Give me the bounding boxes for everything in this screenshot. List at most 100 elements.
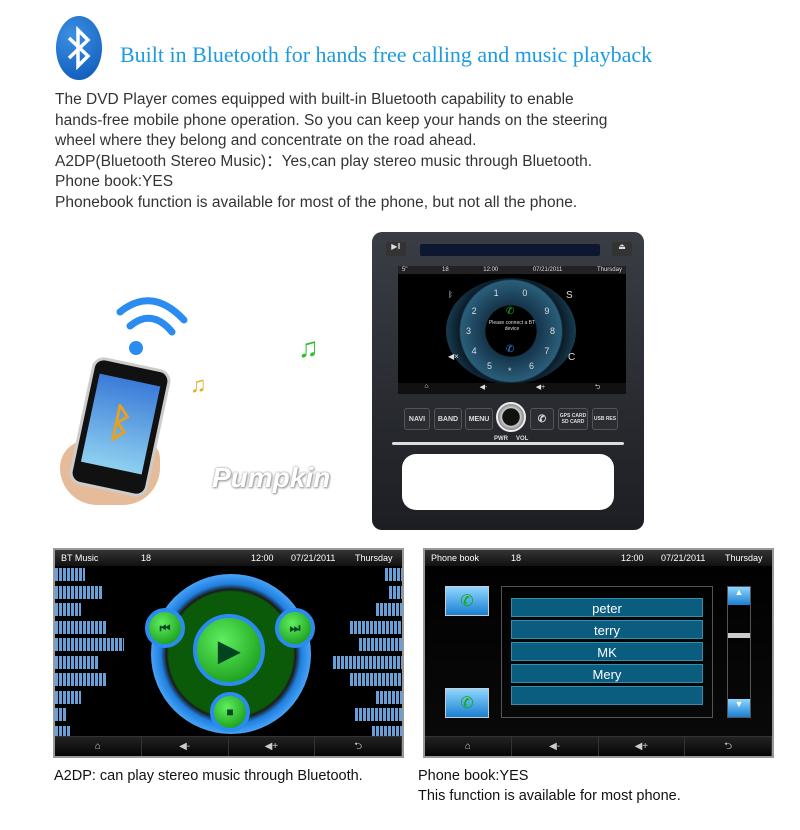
bottom-bar: ⌂ ◀- ◀+ ⮌	[425, 736, 772, 756]
description-line: The DVD Player comes equipped with built…	[55, 91, 574, 108]
contact-item[interactable]	[511, 686, 703, 705]
volume-down-icon[interactable]: ◀-	[142, 737, 229, 756]
pumpkin-watermark: Pumpkin	[212, 462, 331, 493]
scroll-up-button[interactable]: ▲	[728, 587, 750, 605]
power-volume-knob[interactable]	[496, 402, 526, 432]
dial-key[interactable]: 0	[522, 288, 528, 299]
dial-message: Please connect a BT device	[488, 320, 536, 332]
volume-down-icon[interactable]: ◀-	[512, 737, 599, 756]
description-line: hands-free mobile phone operation. So yo…	[55, 111, 608, 129]
status-day: Thursday	[725, 553, 763, 563]
volume-up-icon[interactable]: ◀+	[599, 737, 686, 756]
dial-key[interactable]: 8	[550, 326, 556, 336]
switch-icon[interactable]: S	[566, 290, 573, 301]
eq-bar-left	[55, 603, 81, 616]
scrollbar[interactable]: ▲ ▼	[727, 586, 751, 718]
status-day: Thursday	[355, 553, 393, 563]
eq-bar-left	[55, 708, 67, 721]
dial-key[interactable]: 6	[529, 360, 535, 371]
eq-bar-right	[350, 620, 402, 634]
volume-up-icon[interactable]: ◀+	[535, 384, 546, 391]
back-icon[interactable]: ⮌	[315, 737, 402, 756]
contact-item[interactable]: MK	[511, 642, 703, 661]
bluetooth-icon	[56, 16, 102, 80]
screen-title: Phone book	[431, 553, 480, 563]
disc-slot	[420, 244, 600, 256]
description-line: A2DP(Bluetooth Stereo Music)：Yes,can pla…	[55, 152, 593, 170]
eq-bar-left	[55, 568, 85, 581]
dial-key[interactable]: 5	[487, 360, 493, 371]
usb-res-button[interactable]: USB RES	[592, 408, 618, 430]
scroll-thumb[interactable]	[728, 633, 750, 638]
previous-button[interactable]: ⏮	[145, 608, 185, 648]
hangup-icon[interactable]: ✆	[506, 344, 515, 355]
home-icon[interactable]: ⌂	[55, 737, 142, 756]
dial-key[interactable]: 2	[471, 306, 477, 316]
eq-bar-right	[389, 585, 402, 599]
volume-up-icon[interactable]: ◀+	[229, 737, 316, 756]
bottom-bar: ⌂ ◀- ◀+ ⮌	[55, 736, 402, 756]
home-icon[interactable]: ⌂	[424, 383, 429, 390]
dial-key[interactable]: 4	[471, 346, 477, 356]
description-line: Phone book:YES	[55, 173, 174, 190]
play-pause-button[interactable]: ▶‖	[386, 242, 406, 256]
dash-bezel-cutout	[402, 454, 614, 510]
back-icon[interactable]: ⮌	[594, 384, 601, 391]
eq-bar-left	[55, 620, 107, 634]
eject-button[interactable]: ⏏	[612, 242, 632, 256]
back-icon[interactable]: ⮌	[685, 737, 772, 756]
smartphone-image: ᛒ	[67, 355, 173, 499]
menu-button[interactable]: MENU	[465, 408, 493, 430]
contact-item[interactable]: Mery	[511, 664, 703, 683]
status-time: 12:00	[251, 553, 274, 563]
music-note-icon: ♫	[190, 372, 207, 397]
description-line: wheel where they belong and concentrate …	[55, 132, 477, 149]
wifi-signal-icon	[112, 290, 192, 360]
volume-down-icon[interactable]: ◀-	[479, 384, 488, 391]
eq-bar-right	[376, 603, 402, 616]
dial-key[interactable]: 7	[544, 346, 550, 356]
contact-item[interactable]: terry	[511, 620, 703, 639]
status-num: 18	[442, 267, 449, 273]
caption-phone-book: Phone book:YES	[418, 768, 529, 784]
eq-bar-left	[55, 655, 98, 669]
status-date: 07/21/2011	[532, 267, 563, 273]
chrome-strip	[392, 442, 624, 445]
navi-button[interactable]: NAVI	[404, 408, 430, 430]
page-title: Built in Bluetooth for hands free callin…	[120, 42, 653, 67]
scroll-down-button[interactable]: ▼	[728, 699, 750, 717]
eq-bar-right	[385, 568, 402, 581]
eq-bar-left	[55, 690, 81, 704]
dial-key[interactable]: 9	[544, 306, 550, 316]
dial-key[interactable]: 1	[493, 288, 499, 299]
caption-bt-music: A2DP: can play stereo music through Blue…	[54, 768, 363, 784]
contact-item[interactable]: peter	[511, 598, 703, 617]
eq-bar-left	[55, 725, 71, 739]
stop-button[interactable]: ■	[210, 692, 250, 732]
phone-book-screen: Phone book 18 12:00 07/21/2011 Thursday …	[423, 548, 774, 758]
description-line: Phonebook function is available for most…	[55, 193, 578, 211]
play-button[interactable]: ▶	[193, 614, 265, 686]
status-date: 07/21/2011	[661, 553, 706, 563]
call-contact-button[interactable]: ✆	[445, 586, 489, 616]
phone-button[interactable]: ✆	[530, 408, 554, 430]
gps-sd-card-slot[interactable]: GPS CARD SD CARD	[558, 408, 588, 430]
band-button[interactable]: BAND	[434, 408, 462, 430]
mute-icon[interactable]: ◀×	[448, 352, 459, 361]
eq-bar-left	[55, 585, 103, 599]
status-num: 18	[141, 553, 152, 563]
caption-phone-book-note: This function is available for most phon…	[418, 788, 681, 804]
clear-key[interactable]: C	[568, 352, 576, 363]
dial-key[interactable]: *	[508, 366, 512, 376]
screen-title: BT Music	[61, 553, 99, 563]
description: The DVD Player comes equipped with built…	[55, 90, 755, 213]
status-time: 12:00	[483, 267, 499, 273]
delete-contact-button[interactable]: ✆	[445, 688, 489, 718]
dial-key[interactable]: 3	[466, 326, 472, 336]
call-icon[interactable]: ✆	[506, 306, 515, 317]
next-button[interactable]: ⏭	[275, 608, 315, 648]
bluetooth-status-icon: ᛒ	[448, 290, 453, 299]
home-icon[interactable]: ⌂	[425, 737, 512, 756]
